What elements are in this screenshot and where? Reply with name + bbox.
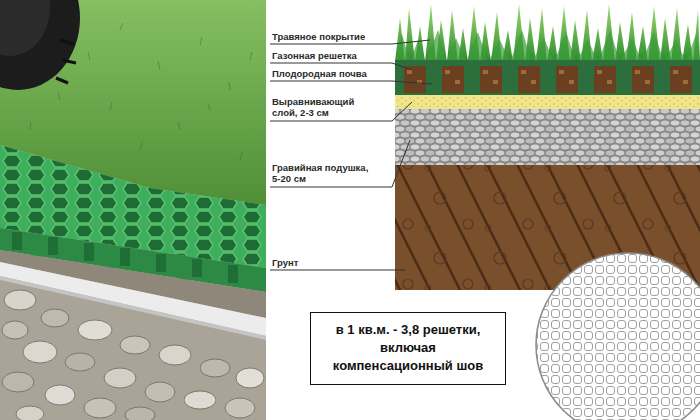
layer-label: Выравнивающий слой, 2-3 см — [272, 96, 360, 119]
note-text: в 1 кв.м. - 3,8 решетки, включая компенс… — [319, 321, 497, 376]
layer-label: Газонная решетка — [272, 50, 387, 61]
layer-label: Гравийная подушка, 5-20 см — [272, 162, 372, 185]
layer-label: Плодородная почва — [272, 68, 387, 79]
layer-label: Грунт — [272, 257, 387, 268]
note-box: в 1 кв.м. - 3,8 решетки, включая компенс… — [310, 312, 506, 385]
layer-label: Травяное покрытие — [272, 31, 387, 42]
